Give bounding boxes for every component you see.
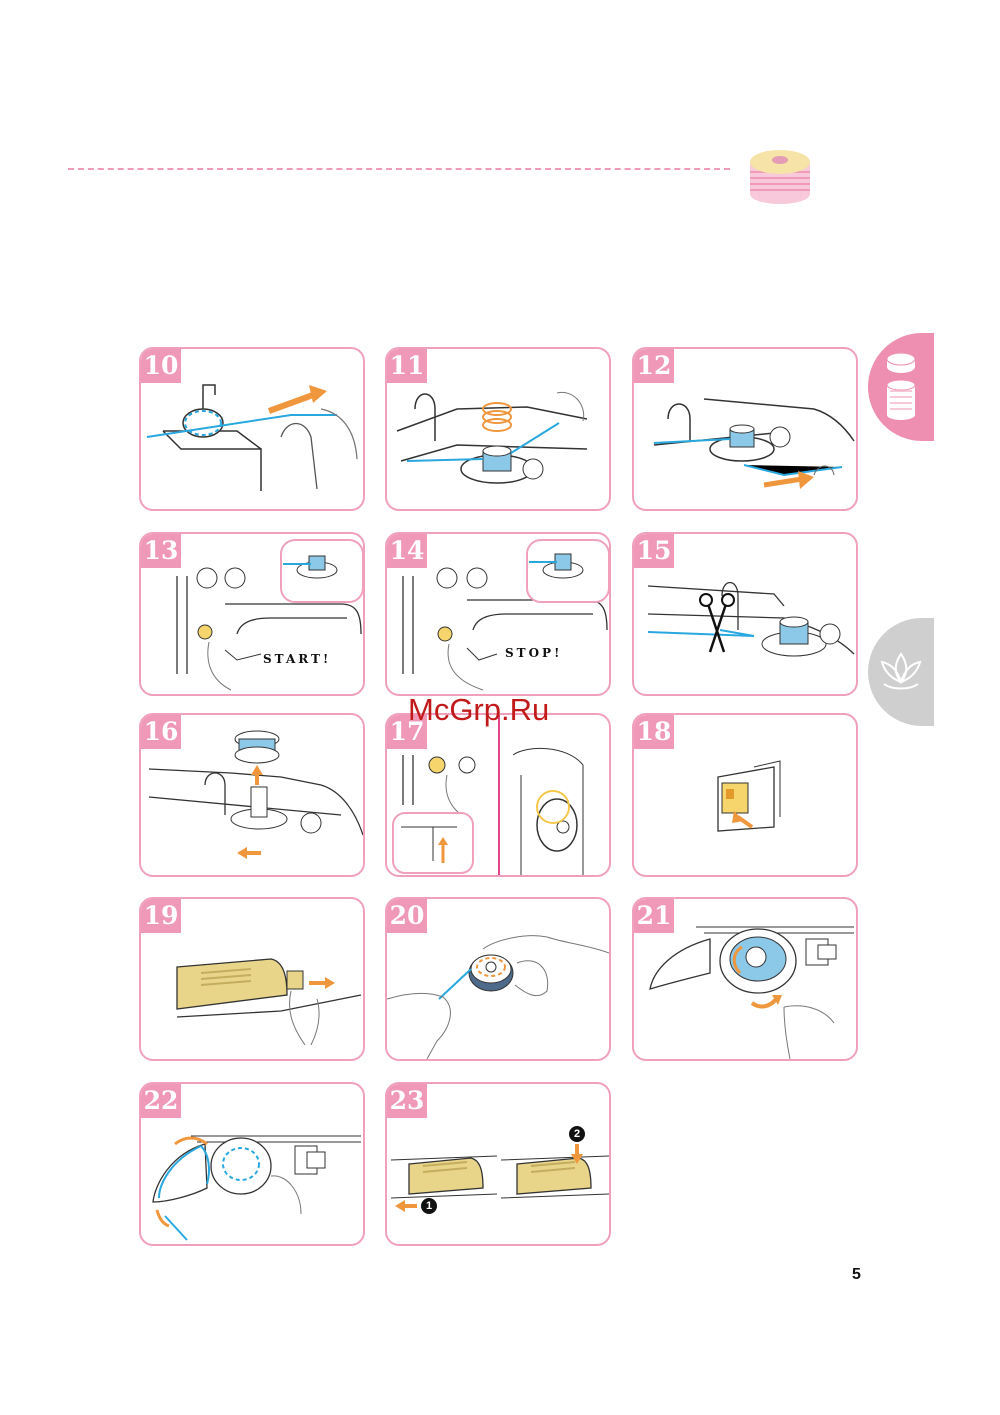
- step-number: 23: [387, 1084, 427, 1118]
- bobbin-hold-illustration: [387, 935, 609, 1059]
- step-16-panel: 16: [139, 713, 365, 877]
- step-number: 17: [387, 715, 427, 749]
- dashed-divider: [68, 168, 730, 170]
- bobbin-thread-pull-illustration: [653, 398, 855, 489]
- power-switch-illustration: [717, 760, 781, 832]
- step-11-panel: 11: [385, 347, 611, 511]
- step-number: 12: [634, 349, 674, 383]
- step-15-panel: 15: [632, 532, 858, 696]
- marker-one: 1: [425, 1200, 433, 1212]
- step-18-panel: 18: [632, 713, 858, 877]
- close-cover-illustration: [390, 1126, 609, 1214]
- lotus-icon: [880, 652, 922, 690]
- stop-button-illustration: [402, 539, 609, 691]
- step-number: 13: [141, 534, 181, 568]
- remove-bobbin-illustration: [148, 730, 363, 859]
- step-13-panel: 13 START!: [139, 532, 365, 696]
- needle-position-illustration: [392, 715, 584, 875]
- marker-two: 2: [573, 1128, 581, 1140]
- cut-thread-illustration: [647, 581, 855, 657]
- watermark: McGrp.Ru: [408, 692, 550, 727]
- thread-bobbin-case-illustration: [152, 1135, 361, 1241]
- thread-guide-illustration: [146, 384, 358, 491]
- step-10-panel: 10: [139, 347, 365, 511]
- bobbin-section-tab: [868, 333, 934, 441]
- page-number: 5: [852, 1266, 861, 1283]
- step-number: 20: [387, 899, 427, 933]
- step-number: 11: [387, 349, 427, 383]
- embroidery-section-tab: [868, 618, 934, 726]
- step-23-panel: 23 1 2: [385, 1082, 611, 1246]
- step-21-panel: 21: [632, 897, 858, 1061]
- insert-bobbin-illustration: [649, 926, 854, 1059]
- bobbin-cover-illustration: [176, 958, 362, 1046]
- step-17-panel: 17: [385, 713, 611, 877]
- step-number: 14: [387, 534, 427, 568]
- step-number: 18: [634, 715, 674, 749]
- stop-label: STOP!: [505, 646, 563, 660]
- step-number: 10: [141, 349, 181, 383]
- bobbin-spool-icon: [750, 150, 810, 204]
- step-number: 15: [634, 534, 674, 568]
- start-label: START!: [263, 652, 332, 666]
- thread-spool-icon: [886, 352, 916, 420]
- step-number: 16: [141, 715, 181, 749]
- step-20-panel: 20: [385, 897, 611, 1061]
- step-14-panel: 14 STOP!: [385, 532, 611, 696]
- step-number: 19: [141, 899, 181, 933]
- start-button-illustration: [176, 539, 363, 691]
- step-22-panel: 22: [139, 1082, 365, 1246]
- step-19-panel: 19: [139, 897, 365, 1061]
- bobbin-winder-illustration: [396, 391, 588, 484]
- step-number: 21: [634, 899, 674, 933]
- step-number: 22: [141, 1084, 181, 1118]
- step-12-panel: 12: [632, 347, 858, 511]
